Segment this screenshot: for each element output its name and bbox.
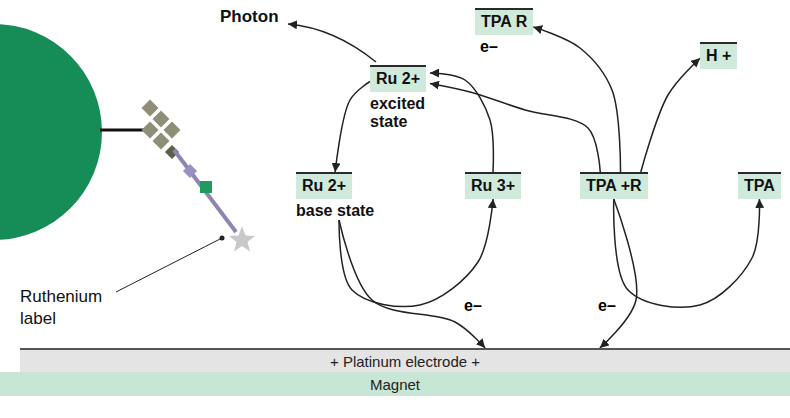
electron-label: e–	[462, 297, 484, 314]
species-name: Ru 2+	[296, 172, 352, 199]
edge-label-holder: e–	[462, 297, 484, 315]
linker-line	[100, 129, 146, 132]
state-caption: excited state	[370, 95, 430, 131]
magnet-band: Magnet	[0, 372, 790, 396]
species-box: TPA R	[475, 8, 533, 35]
bead	[0, 24, 102, 240]
species-name: TPA +R	[580, 172, 648, 199]
species-name: Ru 3+	[465, 172, 521, 199]
reaction-arrow	[641, 58, 700, 172]
edge-label-holder: e–	[596, 297, 618, 315]
species-name: TPA R	[475, 8, 533, 35]
reaction-arrow	[335, 82, 370, 173]
reaction-arrow	[533, 27, 620, 172]
leader-dot	[220, 236, 225, 241]
reaction-arrow	[430, 73, 493, 172]
leader-line	[116, 238, 222, 292]
species-box: Ru 3+	[465, 172, 521, 199]
ruthenium-star	[229, 226, 255, 252]
state-caption: base state	[296, 202, 374, 220]
species-name: + Platinum electrode +	[330, 353, 480, 370]
electron-label: e–	[478, 38, 500, 55]
species-name: Magnet	[370, 376, 420, 393]
species-name: TPA	[738, 172, 781, 199]
reaction-arrow	[430, 83, 600, 172]
electron-label: e–	[596, 297, 618, 314]
reaction-arrow	[600, 199, 637, 348]
part-label: Ruthenium label	[20, 286, 115, 330]
species-box: Ru 2+ base state	[296, 172, 374, 220]
reaction-arrow	[614, 199, 760, 307]
species-name: H +	[700, 42, 737, 69]
photon-arrow	[288, 24, 376, 62]
electrode-band: + Platinum electrode +	[20, 348, 790, 372]
photon-label: Photon	[220, 6, 279, 28]
edge-label-holder: e–	[478, 38, 500, 56]
species-box: Ru 2+ excited state	[370, 65, 430, 131]
antigen-chain	[174, 150, 236, 232]
reaction-arrow	[339, 220, 485, 348]
chain-diamond	[183, 164, 197, 178]
chain-square	[200, 181, 212, 193]
species-box: H +	[700, 42, 737, 69]
species-name: Ru 2+	[370, 65, 426, 92]
species-box: TPA +R	[580, 172, 648, 199]
species-box: TPA	[738, 172, 781, 199]
